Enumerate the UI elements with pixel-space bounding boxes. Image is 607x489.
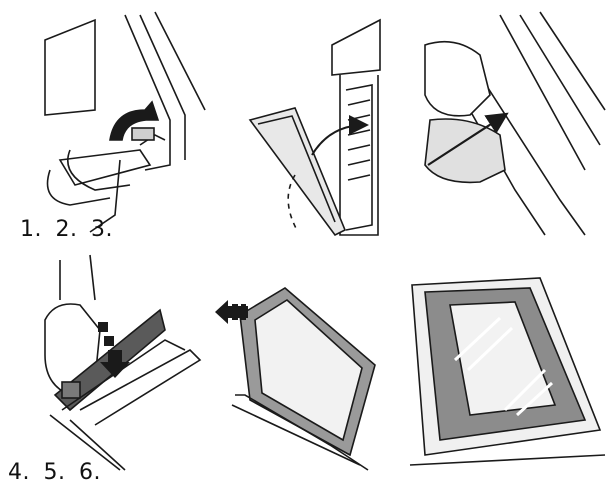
- step-numbers-top-row: 1. 2. 3.: [20, 217, 119, 242]
- pull-arrow-icon: [215, 300, 248, 324]
- step-numbers-bottom-row: 4. 5. 6.: [8, 460, 107, 485]
- panel-3-hinge-push: [424, 11, 606, 236]
- panel-5-door-removed: [215, 287, 376, 471]
- panel-4-lift-door: [44, 254, 202, 471]
- push-arrow-icon: [427, 112, 509, 166]
- step-label-4: 4.: [8, 460, 30, 485]
- panel-1-hinge-lever: [44, 11, 206, 233]
- step-label-1: 1.: [20, 217, 42, 242]
- down-arrow-icon: [100, 350, 130, 378]
- panel-2-door-open: [248, 18, 381, 237]
- step-label-3: 3.: [91, 217, 113, 242]
- panel-6-glass-panel: [409, 277, 606, 466]
- step-label-2: 2.: [55, 217, 78, 242]
- step-label-5: 5.: [43, 460, 66, 485]
- step-label-6: 6.: [79, 460, 101, 485]
- rotate-arrow-icon: [109, 100, 160, 141]
